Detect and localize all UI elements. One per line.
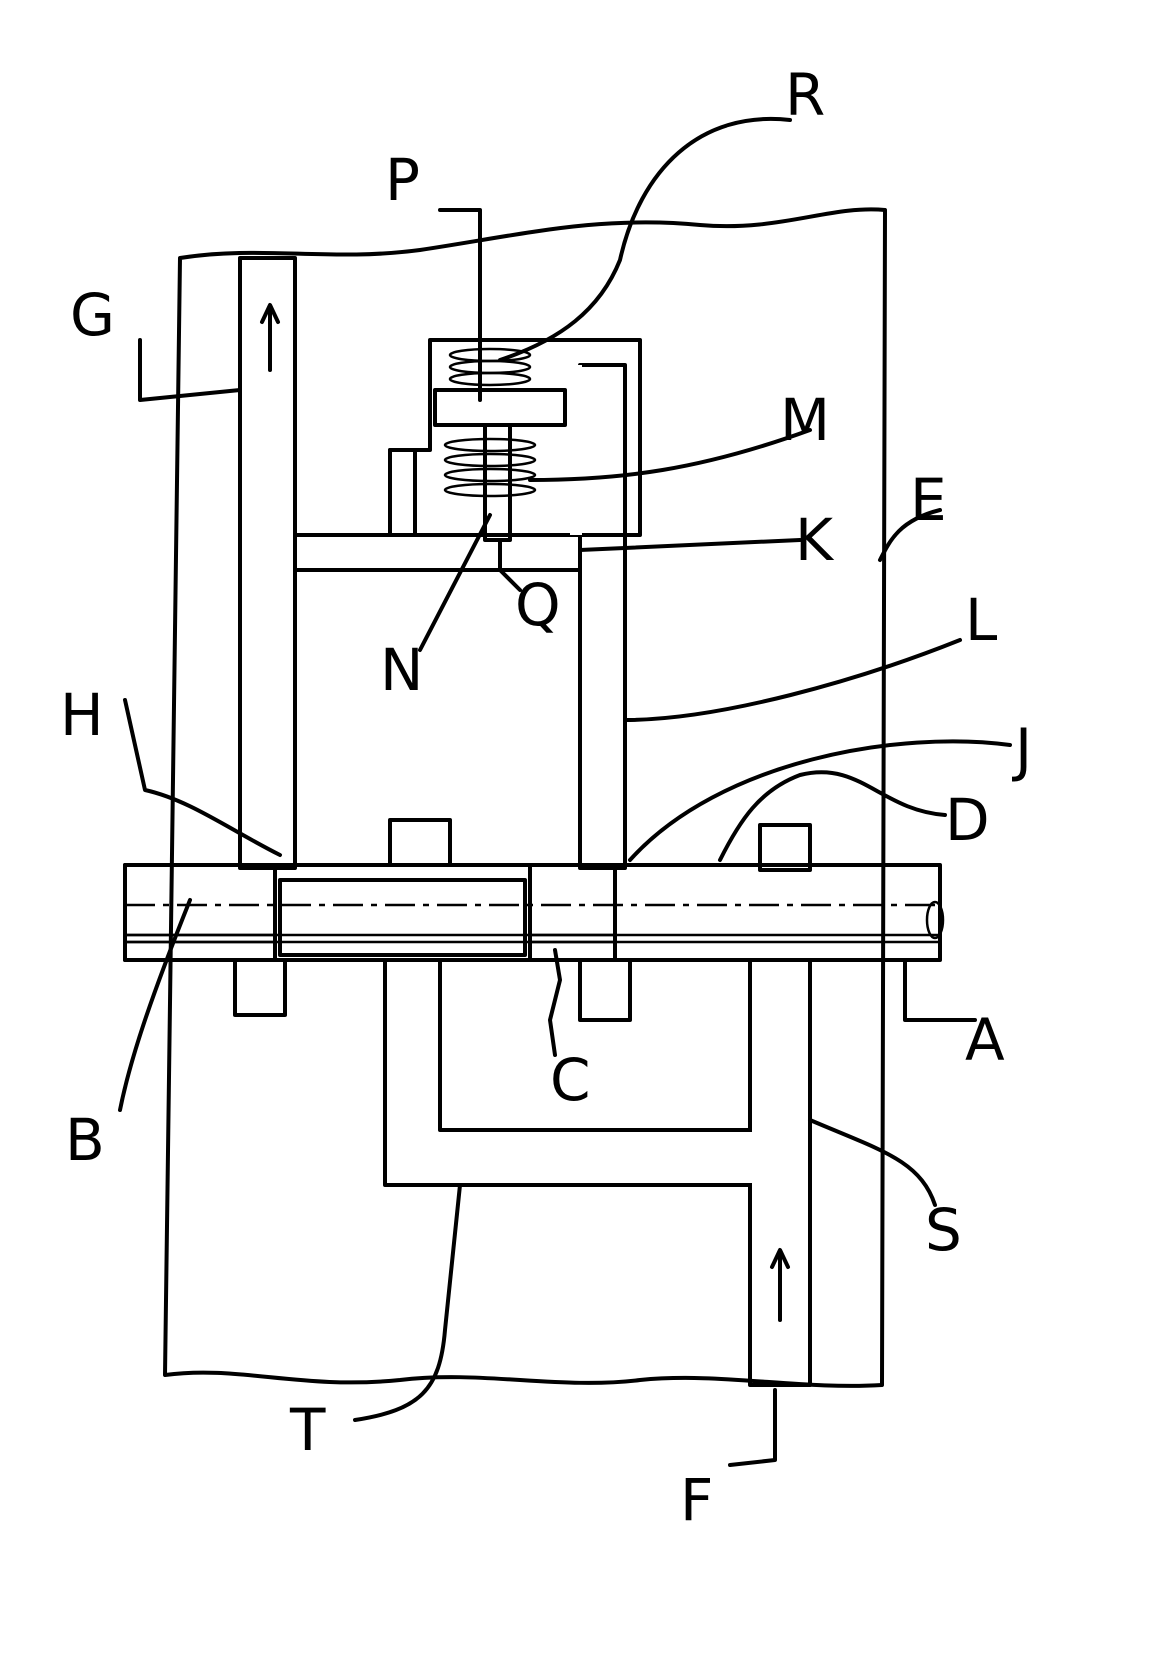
- label-A: A: [965, 1006, 1005, 1074]
- label-H: H: [60, 681, 104, 749]
- label-E: E: [910, 466, 947, 534]
- valve-plate-P: [435, 390, 565, 425]
- label-K: K: [795, 506, 835, 574]
- spring-M: [445, 439, 535, 496]
- label-P: P: [385, 146, 420, 214]
- sleeve: [280, 880, 525, 955]
- passage-K: [295, 535, 580, 570]
- label-M: M: [780, 386, 830, 454]
- label-D: D: [945, 786, 990, 854]
- label-C: C: [550, 1046, 591, 1114]
- label-B: B: [65, 1106, 105, 1174]
- label-R: R: [785, 61, 825, 129]
- valve-cavity: [390, 340, 640, 535]
- label-N: N: [380, 636, 423, 704]
- valve-stem-N: [485, 425, 510, 540]
- housing-body: [165, 209, 885, 1386]
- lug: [390, 820, 450, 865]
- shaft-bore: [125, 865, 940, 960]
- label-G: G: [70, 281, 115, 349]
- lug: [235, 960, 285, 1015]
- block-B: [125, 865, 275, 960]
- label-F: F: [680, 1466, 713, 1534]
- channel-G: [240, 258, 295, 868]
- label-T: T: [289, 1396, 326, 1464]
- leader-lines: [120, 119, 1010, 1465]
- block-C: [530, 865, 615, 960]
- label-J: J: [1012, 716, 1032, 784]
- label-S: S: [925, 1196, 962, 1264]
- label-Q: Q: [515, 571, 561, 639]
- label-L: L: [965, 586, 997, 654]
- lug: [580, 960, 630, 1020]
- channel-L: [580, 365, 625, 868]
